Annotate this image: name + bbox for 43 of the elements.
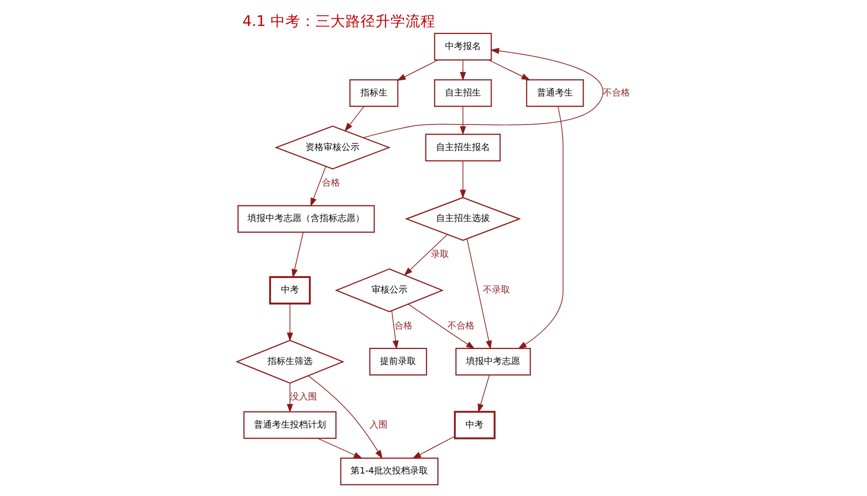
node-diamond: 指标生筛选 — [235, 340, 344, 384]
node-box: 中考报名 — [434, 32, 492, 60]
arrow — [408, 304, 475, 350]
edge-label: 不录取 — [482, 286, 510, 296]
arrow — [488, 60, 530, 80]
edge-label: 不合格 — [602, 88, 630, 98]
arrow — [286, 383, 294, 413]
node-box: 指标生 — [349, 79, 398, 107]
node-box: 第1-4批次投档录取 — [340, 458, 438, 486]
arrow — [412, 436, 456, 459]
arrow — [460, 160, 466, 199]
arrow — [404, 234, 448, 276]
arrow — [310, 166, 326, 207]
node-diamond: 资格审核公示 — [274, 126, 391, 170]
arrow — [308, 375, 383, 459]
edge-label: 合格 — [322, 178, 340, 188]
node-diamond: 自主招生选拔 — [404, 196, 521, 241]
edge-label: 入围 — [370, 420, 388, 430]
edge-label: 录取 — [430, 250, 449, 260]
node-box: 自主招生报名 — [425, 134, 501, 162]
node-box: 填报中考志愿（含指标志愿） — [238, 205, 375, 233]
node-box: 中考 — [454, 410, 496, 440]
node-box: 普通考生投档计划 — [243, 411, 337, 439]
node-box: 自主招生 — [434, 79, 492, 107]
diagram-title: 4.1 中考：三大路径升学流程 — [242, 13, 436, 30]
arrow — [460, 60, 466, 81]
edge-label: 合格 — [394, 321, 413, 332]
arrow — [460, 106, 466, 136]
edge-label: 不合格 — [448, 321, 475, 332]
arrow — [466, 238, 492, 350]
arrow — [318, 438, 363, 459]
node-box: 提前录取 — [369, 348, 428, 376]
node-box: 填报中考志愿 — [455, 348, 531, 376]
arrow — [363, 48, 604, 138]
arrow — [396, 60, 438, 81]
arrow — [478, 374, 490, 413]
arrow — [391, 310, 399, 350]
arrow — [292, 232, 304, 278]
node-box: 中考 — [269, 276, 311, 304]
arrow — [518, 106, 564, 350]
arrow — [344, 106, 364, 132]
node-box: 普通考生 — [526, 79, 584, 107]
arrow — [286, 304, 294, 342]
